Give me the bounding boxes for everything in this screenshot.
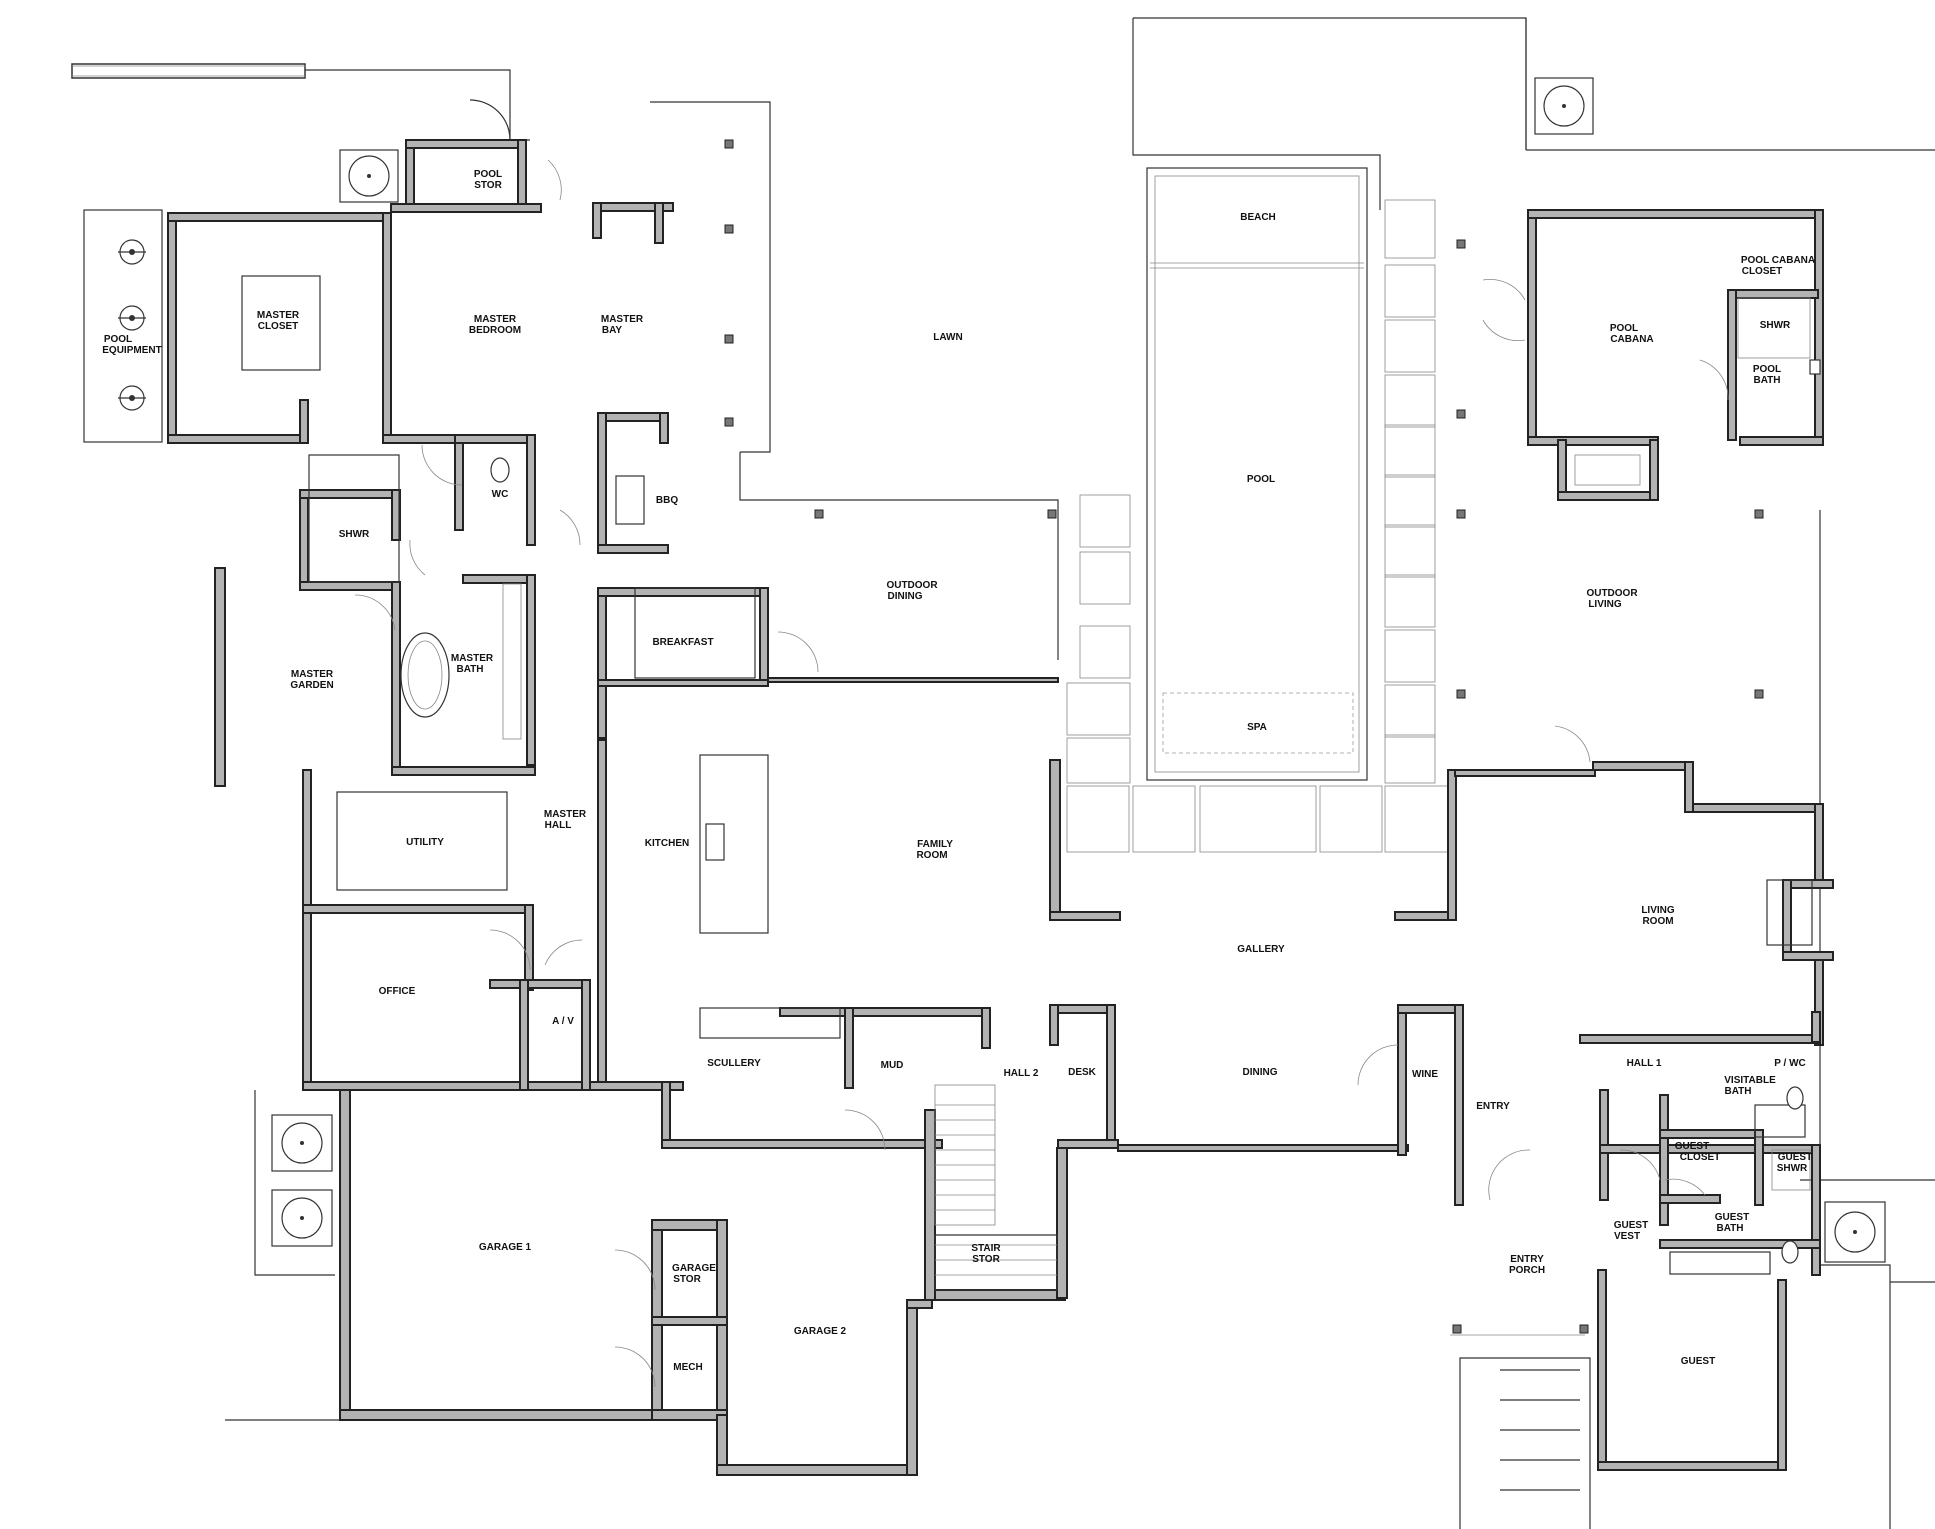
label-spa: SPA [1247,722,1267,733]
label-dining: DINING [1243,1067,1278,1078]
label-garage1: GARAGE 1 [479,1242,532,1253]
doors [354,99,1729,1388]
label-cabana-shwr: SHWR [1760,320,1791,331]
label-beach: BEACH [1240,212,1276,223]
label-pwc: P / WC [1774,1058,1805,1069]
label-lawn: LAWN [933,332,962,343]
label-wine: WINE [1412,1069,1438,1080]
label-hall2: HALL 2 [1004,1068,1039,1079]
label-pool: POOL [1247,474,1275,485]
label-scullery: SCULLERY [707,1058,761,1069]
fixtures [241,275,1821,1275]
label-wc: WC [492,489,509,500]
stair [934,1084,1058,1291]
label-av: A / V [552,1016,574,1027]
site-lines [71,17,1935,1529]
pool-cabana-walls [1527,209,1824,501]
label-guest: GUEST [1681,1356,1715,1367]
label-breakfast: BREAKFAST [652,637,713,648]
label-desk: DESK [1068,1067,1097,1078]
pool-equipment-pad [83,209,163,443]
label-hall1: HALL 1 [1627,1058,1662,1069]
pool-area [1066,167,1451,853]
label-entry: ENTRY [1476,1101,1510,1112]
label-garage2: GARAGE 2 [794,1326,847,1337]
ac-units [271,77,1886,1263]
label-bbq: BBQ [656,495,678,506]
walls [167,139,1834,1476]
label-office: OFFICE [379,986,416,997]
label-gallery: GALLERY [1237,944,1285,955]
label-utility: UTILITY [406,837,444,848]
label-kitchen: KITCHEN [645,838,689,849]
label-master-shwr: SHWR [339,529,370,540]
label-mud: MUD [881,1060,904,1071]
columns [724,139,1764,1334]
label-mech: MECH [673,1362,702,1373]
